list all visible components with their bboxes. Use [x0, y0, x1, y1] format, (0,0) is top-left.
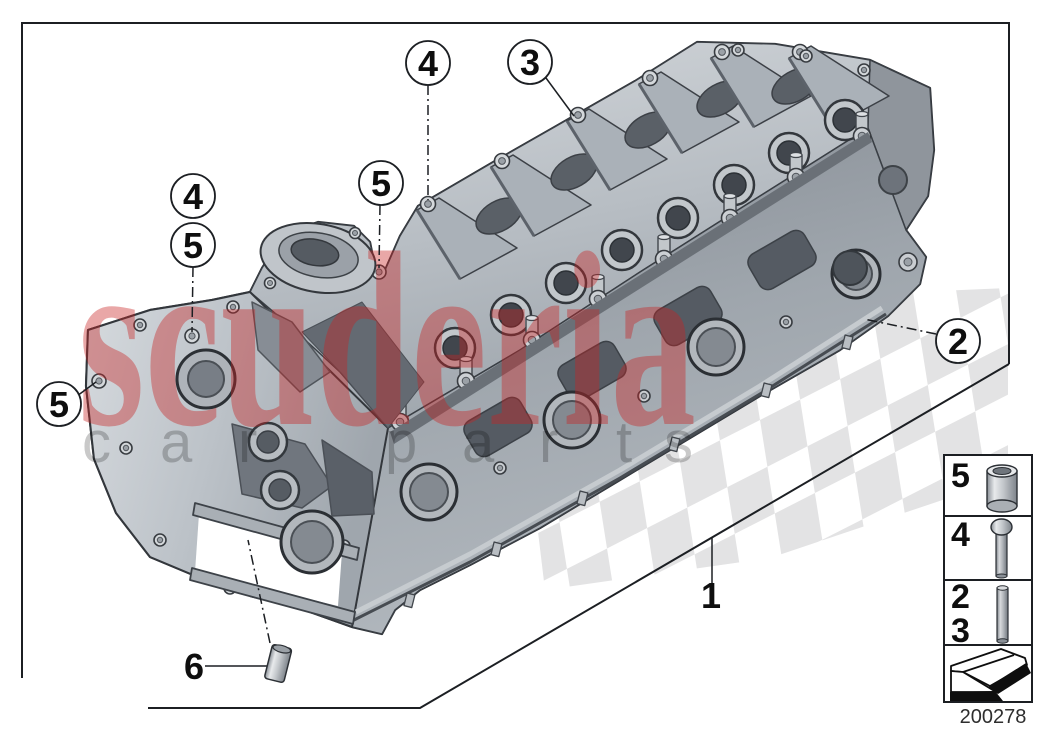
svg-text:5: 5	[951, 457, 970, 495]
svg-text:t: t	[616, 410, 632, 475]
svg-text:r: r	[238, 410, 257, 475]
svg-text:4: 4	[183, 176, 203, 217]
svg-text:p: p	[385, 410, 417, 475]
svg-text:4: 4	[418, 43, 438, 84]
svg-text:a: a	[462, 410, 495, 475]
svg-text:c: c	[82, 410, 111, 475]
svg-text:a: a	[160, 410, 193, 475]
svg-text:5: 5	[49, 384, 69, 425]
svg-text:r: r	[539, 410, 558, 475]
svg-text:4: 4	[951, 516, 970, 554]
svg-text:1: 1	[701, 575, 721, 616]
svg-text:2: 2	[948, 321, 968, 362]
svg-text:5: 5	[183, 225, 203, 266]
svg-text:s: s	[664, 410, 693, 475]
svg-text:2: 2	[951, 578, 970, 616]
svg-text:200278: 200278	[960, 706, 1027, 728]
svg-text:6: 6	[184, 646, 204, 687]
svg-text:3: 3	[951, 612, 970, 650]
svg-text:3: 3	[520, 42, 540, 83]
svg-text:5: 5	[371, 163, 391, 204]
